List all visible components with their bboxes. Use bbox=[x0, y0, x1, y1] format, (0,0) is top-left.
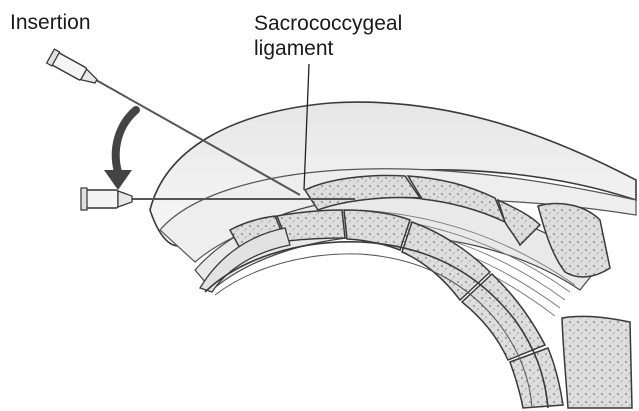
sacrococcygeal-ligament-label: Sacrococcygeal ligament bbox=[254, 11, 402, 61]
ligament-label-line1: Sacrococcygeal bbox=[254, 11, 402, 36]
insertion-label: Insertion bbox=[10, 11, 91, 35]
ligament-label-line2: ligament bbox=[254, 36, 402, 61]
curved-arrow-icon bbox=[104, 110, 136, 190]
